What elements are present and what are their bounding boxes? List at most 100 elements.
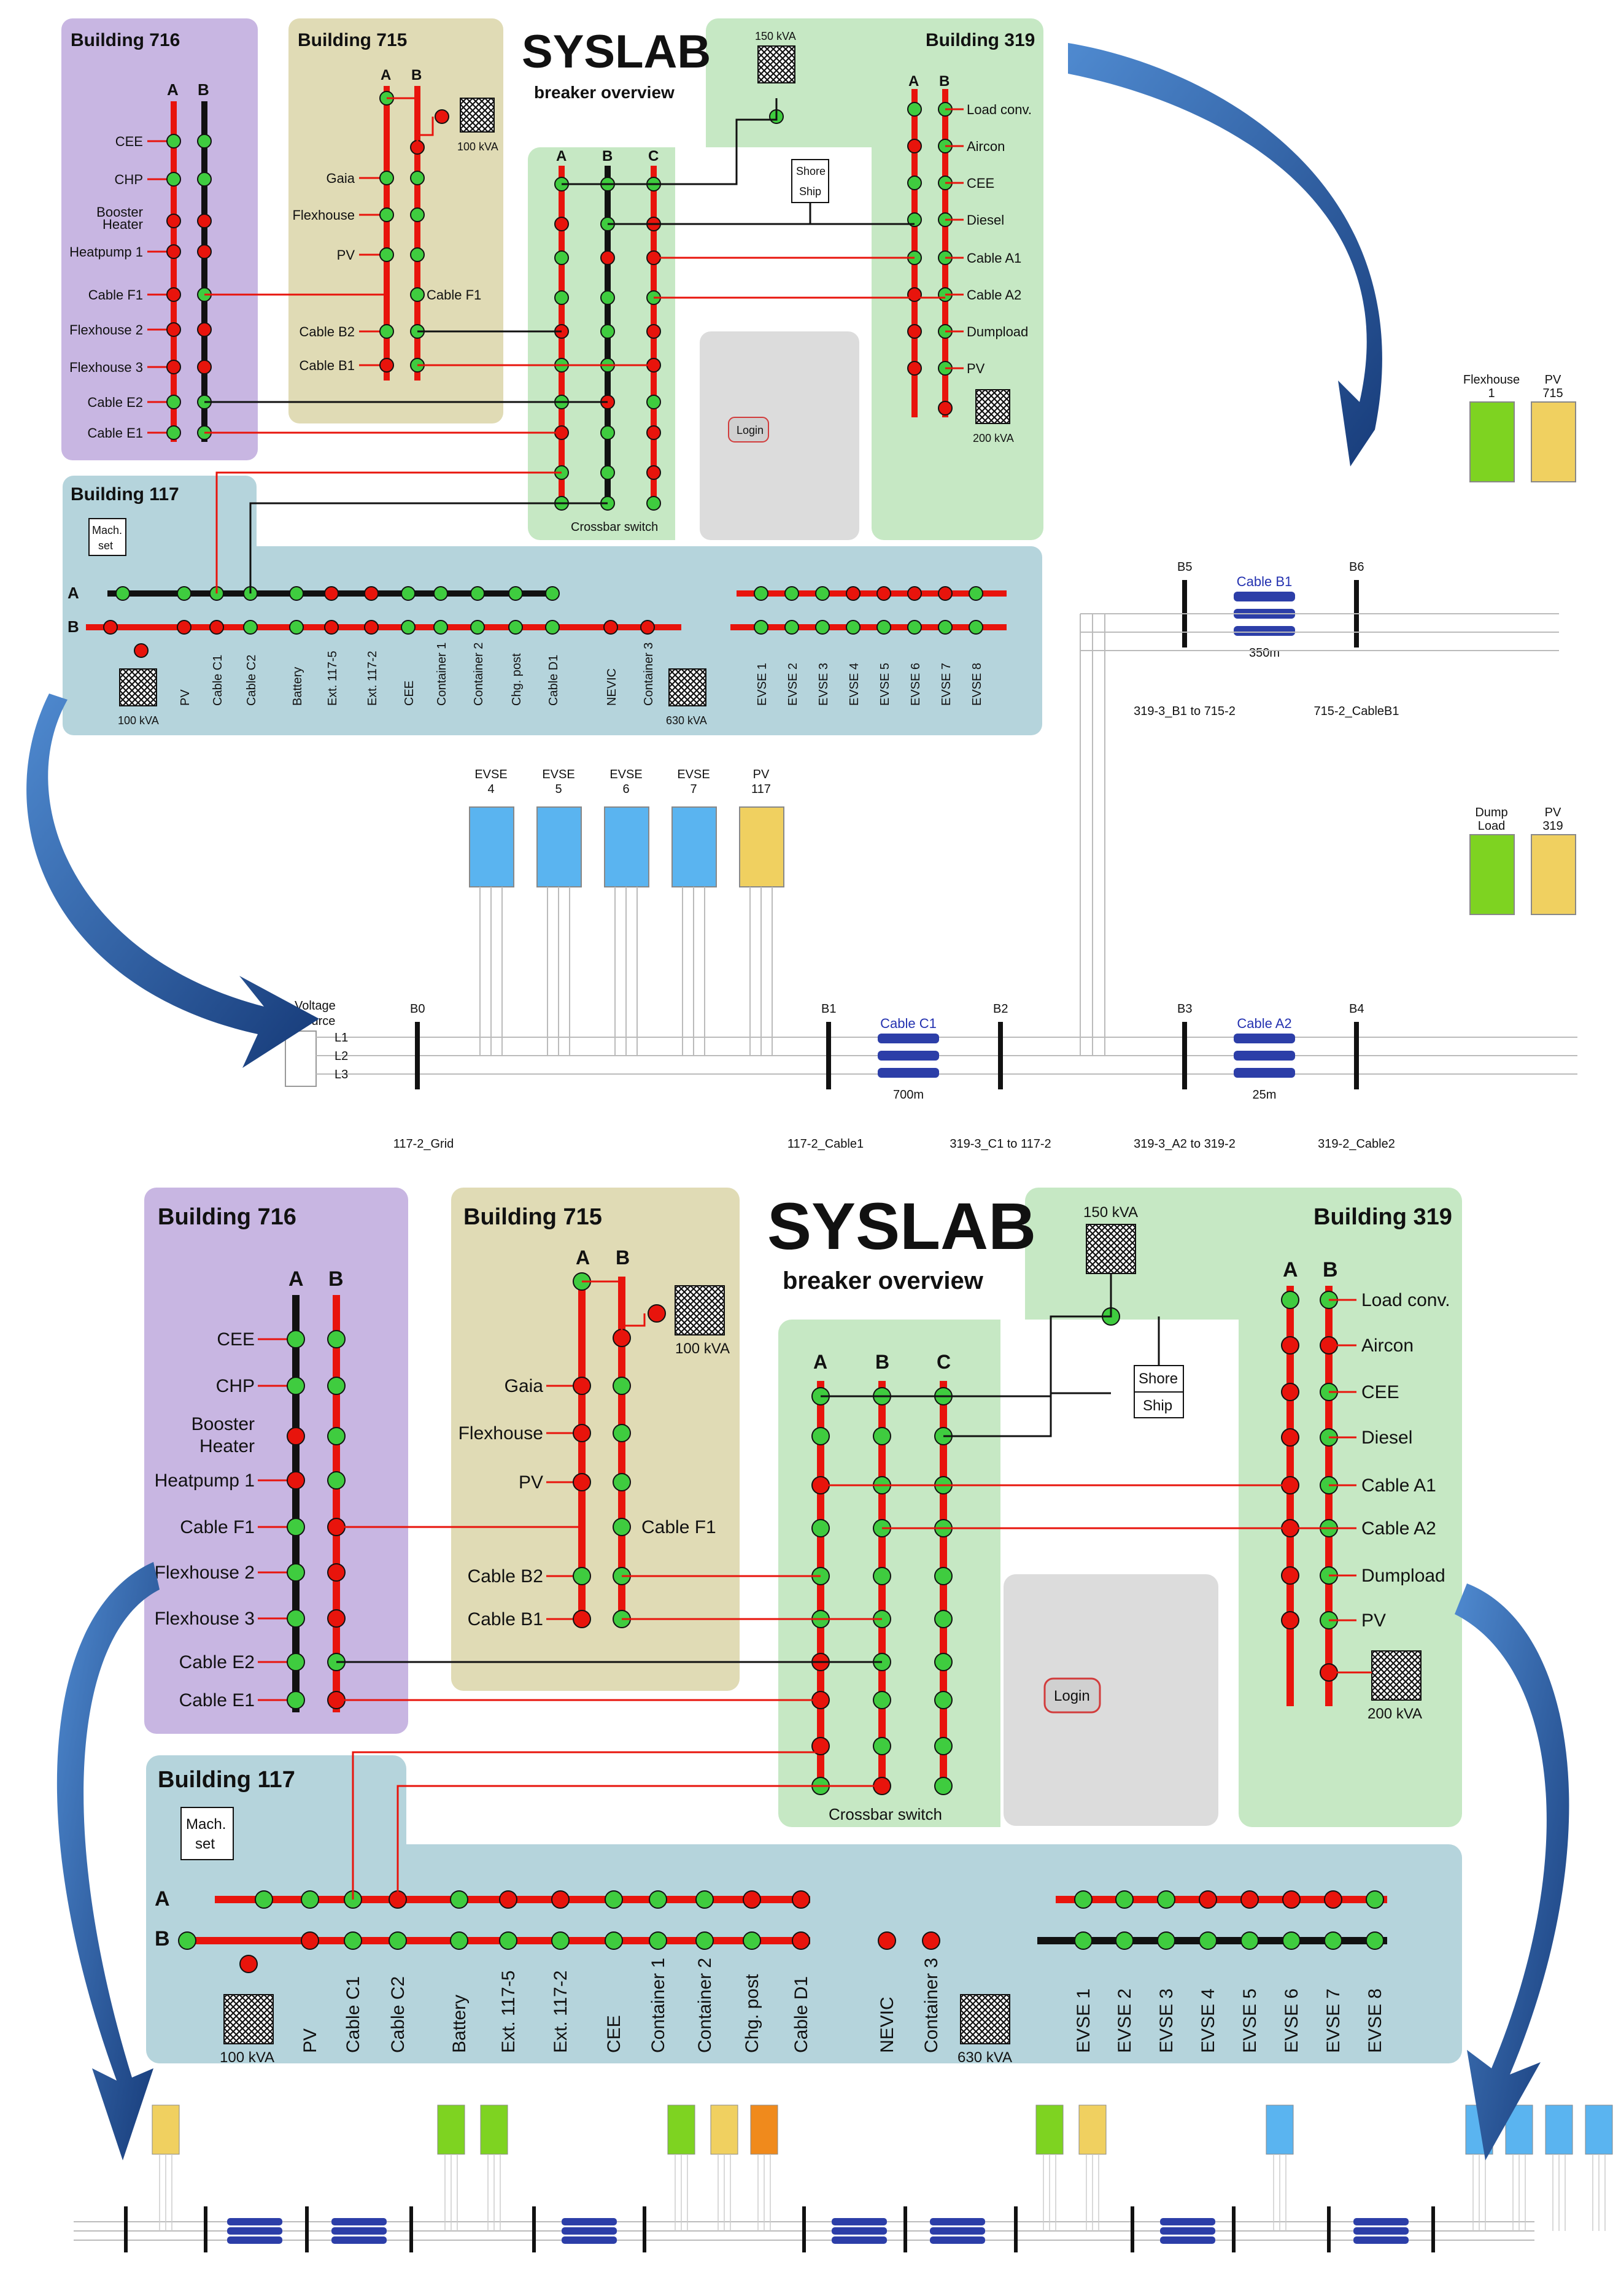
breaker-node[interactable] <box>938 401 953 416</box>
breaker-node[interactable] <box>605 1890 623 1909</box>
breaker-node[interactable] <box>938 586 953 601</box>
breaker-node[interactable] <box>613 1518 631 1536</box>
breaker-node[interactable] <box>934 1567 953 1585</box>
breaker-node[interactable] <box>197 214 212 228</box>
breaker-node[interactable] <box>907 287 922 302</box>
breaker-node[interactable] <box>178 1931 196 1950</box>
breaker-node[interactable] <box>1157 1931 1175 1950</box>
breaker-node[interactable] <box>499 1890 517 1909</box>
breaker-node[interactable] <box>166 244 181 259</box>
breaker-node[interactable] <box>573 1610 591 1628</box>
breaker-node[interactable] <box>287 1330 305 1348</box>
breaker-node[interactable] <box>792 1890 810 1909</box>
breaker-node[interactable] <box>410 207 425 222</box>
breaker-node[interactable] <box>938 620 953 635</box>
breaker-node[interactable] <box>327 1471 346 1490</box>
breaker-node[interactable] <box>1240 1890 1259 1909</box>
breaker-node[interactable] <box>166 214 181 228</box>
breaker-node[interactable] <box>605 1931 623 1950</box>
breaker-node[interactable] <box>554 250 569 265</box>
breaker-node[interactable] <box>166 360 181 374</box>
breaker-node[interactable] <box>811 1427 830 1445</box>
breaker-node[interactable] <box>922 1931 940 1950</box>
breaker-node[interactable] <box>815 620 830 635</box>
breaker-node[interactable] <box>508 620 523 635</box>
breaker-node[interactable] <box>197 244 212 259</box>
breaker-node[interactable] <box>846 620 861 635</box>
breaker-node[interactable] <box>239 1955 258 1973</box>
breaker-node[interactable] <box>873 1567 891 1585</box>
breaker-node[interactable] <box>450 1931 468 1950</box>
breaker-node[interactable] <box>907 102 922 117</box>
breaker-node[interactable] <box>134 643 149 658</box>
breaker-node[interactable] <box>287 1563 305 1582</box>
breaker-node[interactable] <box>969 620 983 635</box>
breaker-node[interactable] <box>1281 1428 1299 1447</box>
breaker-node[interactable] <box>969 586 983 601</box>
breaker-node[interactable] <box>934 1737 953 1755</box>
breaker-node[interactable] <box>166 172 181 187</box>
breaker-node[interactable] <box>324 586 339 601</box>
breaker-node[interactable] <box>573 1377 591 1395</box>
breaker-node[interactable] <box>255 1890 273 1909</box>
breaker-node[interactable] <box>573 1424 591 1442</box>
breaker-node[interactable] <box>450 1890 468 1909</box>
breaker-node[interactable] <box>1324 1890 1342 1909</box>
breaker-node[interactable] <box>327 1330 346 1348</box>
breaker-node[interactable] <box>1281 1566 1299 1585</box>
breaker-node[interactable] <box>287 1653 305 1671</box>
breaker-node[interactable] <box>600 250 615 265</box>
breaker-node[interactable] <box>1281 1291 1299 1309</box>
breaker-node[interactable] <box>499 1931 517 1950</box>
breaker-node[interactable] <box>287 1518 305 1536</box>
breaker-node[interactable] <box>364 586 379 601</box>
breaker-node[interactable] <box>1281 1383 1299 1401</box>
breaker-node[interactable] <box>287 1609 305 1628</box>
breaker-node[interactable] <box>177 586 192 601</box>
breaker-node[interactable] <box>1366 1931 1384 1950</box>
breaker-node[interactable] <box>600 324 615 339</box>
breaker-node[interactable] <box>554 217 569 231</box>
breaker-node[interactable] <box>1240 1931 1259 1950</box>
breaker-node[interactable] <box>695 1931 714 1950</box>
breaker-node[interactable] <box>166 395 181 409</box>
breaker-node[interactable] <box>287 1377 305 1395</box>
breaker-node[interactable] <box>166 322 181 337</box>
breaker-node[interactable] <box>554 290 569 305</box>
breaker-node[interactable] <box>344 1931 362 1950</box>
breaker-node[interactable] <box>379 207 394 222</box>
breaker-node[interactable] <box>209 620 224 635</box>
breaker-node[interactable] <box>287 1691 305 1709</box>
breaker-node[interactable] <box>1115 1890 1134 1909</box>
breaker-node[interactable] <box>784 620 799 635</box>
breaker-node[interactable] <box>695 1890 714 1909</box>
breaker-node[interactable] <box>470 620 485 635</box>
breaker-node[interactable] <box>600 290 615 305</box>
breaker-node[interactable] <box>435 109 449 124</box>
breaker-node[interactable] <box>324 620 339 635</box>
breaker-node[interactable] <box>115 586 130 601</box>
breaker-node[interactable] <box>613 1377 631 1395</box>
breaker-node[interactable] <box>934 1777 953 1795</box>
breaker-node[interactable] <box>545 620 560 635</box>
breaker-node[interactable] <box>640 620 655 635</box>
breaker-node[interactable] <box>649 1931 667 1950</box>
breaker-node[interactable] <box>646 324 661 339</box>
breaker-node[interactable] <box>784 586 799 601</box>
breaker-node[interactable] <box>1157 1890 1175 1909</box>
breaker-node[interactable] <box>1199 1890 1217 1909</box>
breaker-node[interactable] <box>508 586 523 601</box>
breaker-node[interactable] <box>401 620 416 635</box>
breaker-node[interactable] <box>289 586 304 601</box>
breaker-node[interactable] <box>873 1737 891 1755</box>
breaker-node[interactable] <box>289 620 304 635</box>
breaker-node[interactable] <box>551 1890 570 1909</box>
breaker-node[interactable] <box>815 586 830 601</box>
breaker-node[interactable] <box>166 287 181 302</box>
breaker-node[interactable] <box>327 1377 346 1395</box>
breaker-node[interactable] <box>166 134 181 149</box>
breaker-node[interactable] <box>649 1890 667 1909</box>
breaker-node[interactable] <box>1281 1336 1299 1355</box>
breaker-node[interactable] <box>646 465 661 480</box>
breaker-node[interactable] <box>1324 1931 1342 1950</box>
